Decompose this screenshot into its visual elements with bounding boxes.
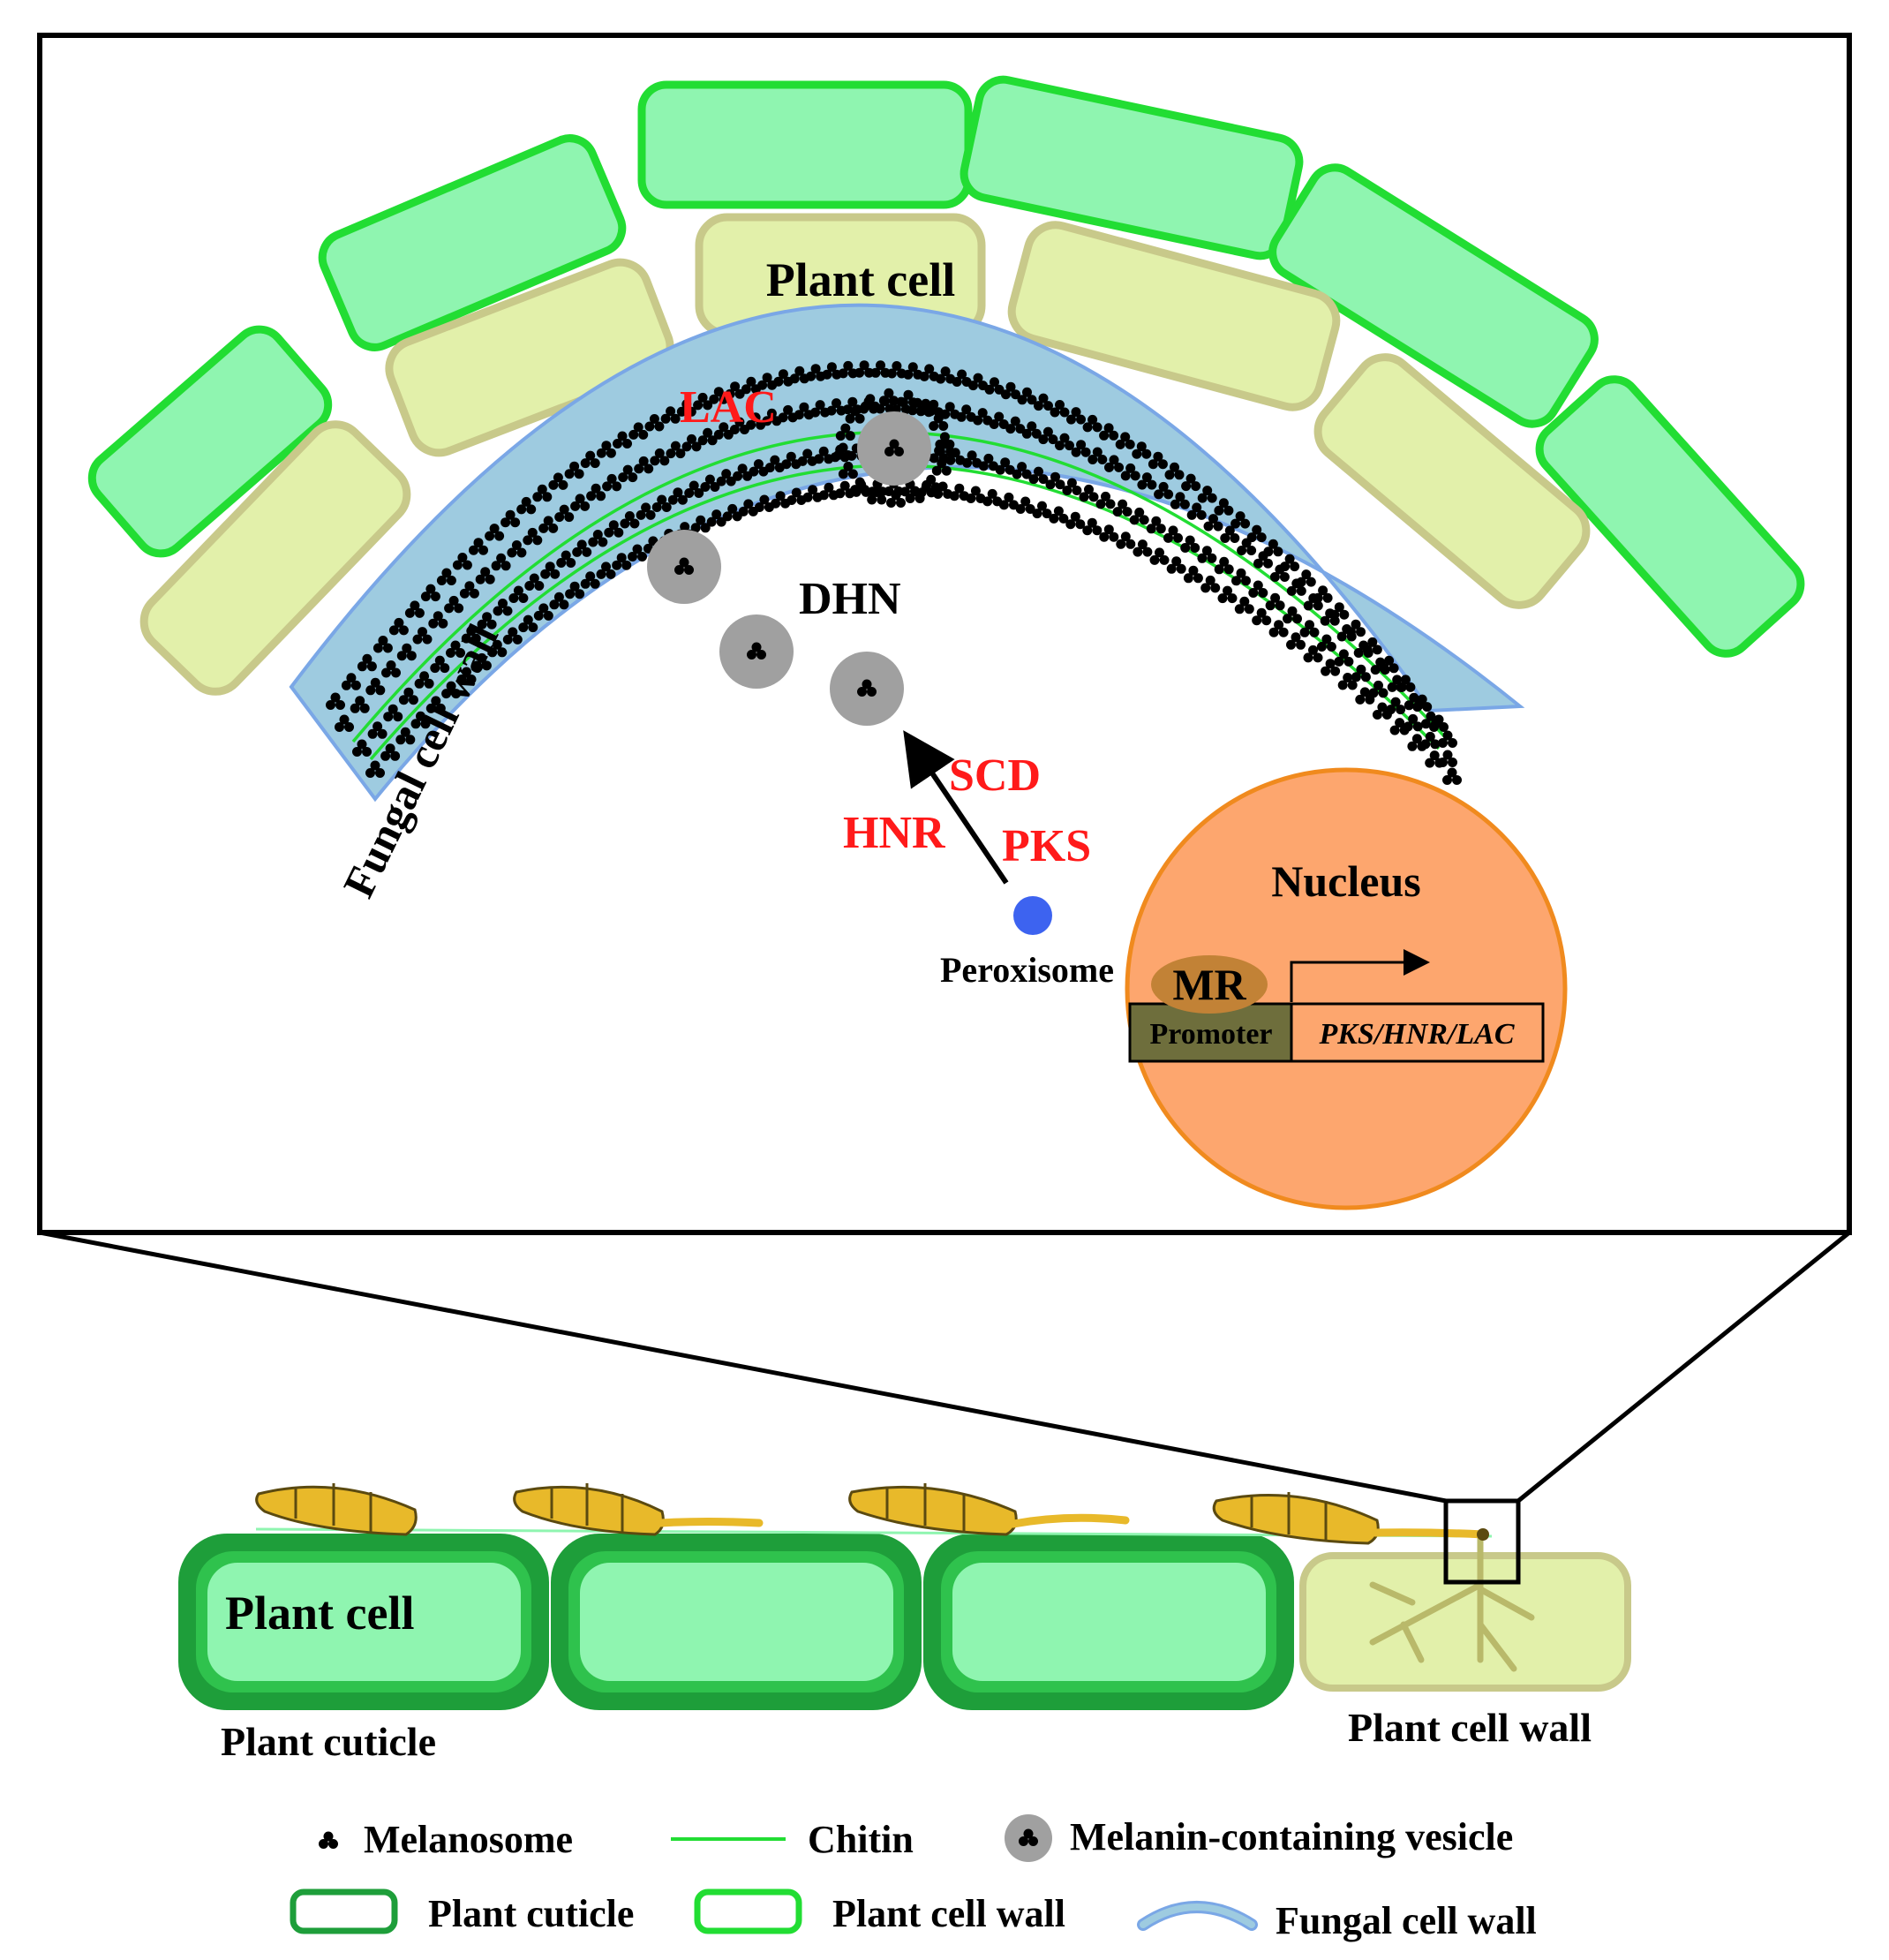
legend: Melanosome Chitin Melanin-containing ves… xyxy=(290,1814,1537,1942)
spore xyxy=(513,1483,764,1536)
plant-cell-bottom-label: Plant cell xyxy=(225,1587,414,1640)
legend-plant-cell-wall-label: Plant cell wall xyxy=(832,1892,1065,1935)
lac-label: LAC xyxy=(680,382,777,433)
legend-item-vesicle: Melanin-containing vesicle xyxy=(1005,1814,1513,1862)
legend-plant-cuticle-label: Plant cuticle xyxy=(428,1892,634,1935)
zoom-region xyxy=(1443,1498,1521,1585)
promoter-label: Promoter xyxy=(1149,1018,1272,1051)
legend-item-fungal-cell-wall: Fungal cell wall xyxy=(1137,1899,1537,1942)
transcription-arrow xyxy=(1290,949,1430,1002)
scd-label: SCD xyxy=(949,750,1041,801)
spore xyxy=(848,1483,1130,1536)
vesicle xyxy=(719,614,794,689)
plant-cuticle-label: Plant cuticle xyxy=(221,1719,436,1764)
plant-cell-top-label: Plant cell xyxy=(766,253,955,306)
gene-construct: MR Promoter PKS/HNR/LAC xyxy=(1128,949,1545,1063)
legend-melanosome-label: Melanosome xyxy=(364,1818,573,1861)
biosynthesis-arrow xyxy=(903,730,1009,885)
nucleus xyxy=(1125,767,1568,1210)
legend-item-plant-cuticle: Plant cuticle xyxy=(290,1888,634,1935)
mr-label: MR xyxy=(1172,960,1246,1009)
vesicle xyxy=(830,652,904,726)
pks-label: PKS xyxy=(1002,821,1091,871)
genes-label: PKS/HNR/LAC xyxy=(1318,1018,1514,1051)
mr-protein xyxy=(1151,955,1268,1014)
gene-box xyxy=(1290,1002,1545,1063)
peroxisome xyxy=(1013,896,1052,935)
peroxisome-label: Peroxisome xyxy=(940,950,1114,990)
hyphae xyxy=(1369,1531,1535,1672)
nucleus-label: Nucleus xyxy=(1271,856,1420,906)
spores xyxy=(255,1483,1489,1545)
legend-chitin-label: Chitin xyxy=(808,1818,914,1861)
hnr-label: HNR xyxy=(843,808,946,858)
legend-fungal-cell-wall-label: Fungal cell wall xyxy=(1276,1899,1537,1942)
plant-cell-wall-label: Plant cell wall xyxy=(1348,1705,1592,1750)
legend-item-melanosome: Melanosome xyxy=(319,1818,573,1861)
zoom-connector xyxy=(39,1230,1851,1504)
spore xyxy=(1212,1492,1489,1545)
legend-item-plant-cell-wall: Plant cell wall xyxy=(694,1888,1065,1935)
legend-item-chitin: Chitin xyxy=(671,1818,914,1861)
inner-plant-cells xyxy=(139,213,1591,696)
vesicle xyxy=(647,530,721,604)
dhn-label: DHN xyxy=(799,574,901,624)
outer-plant-cells xyxy=(87,75,1805,658)
infected-plant-cell xyxy=(1299,1552,1631,1692)
spore xyxy=(255,1483,418,1536)
legend-vesicle-label: Melanin-containing vesicle xyxy=(1070,1815,1513,1858)
melanin-vesicles xyxy=(647,411,931,726)
vesicle xyxy=(857,411,931,486)
